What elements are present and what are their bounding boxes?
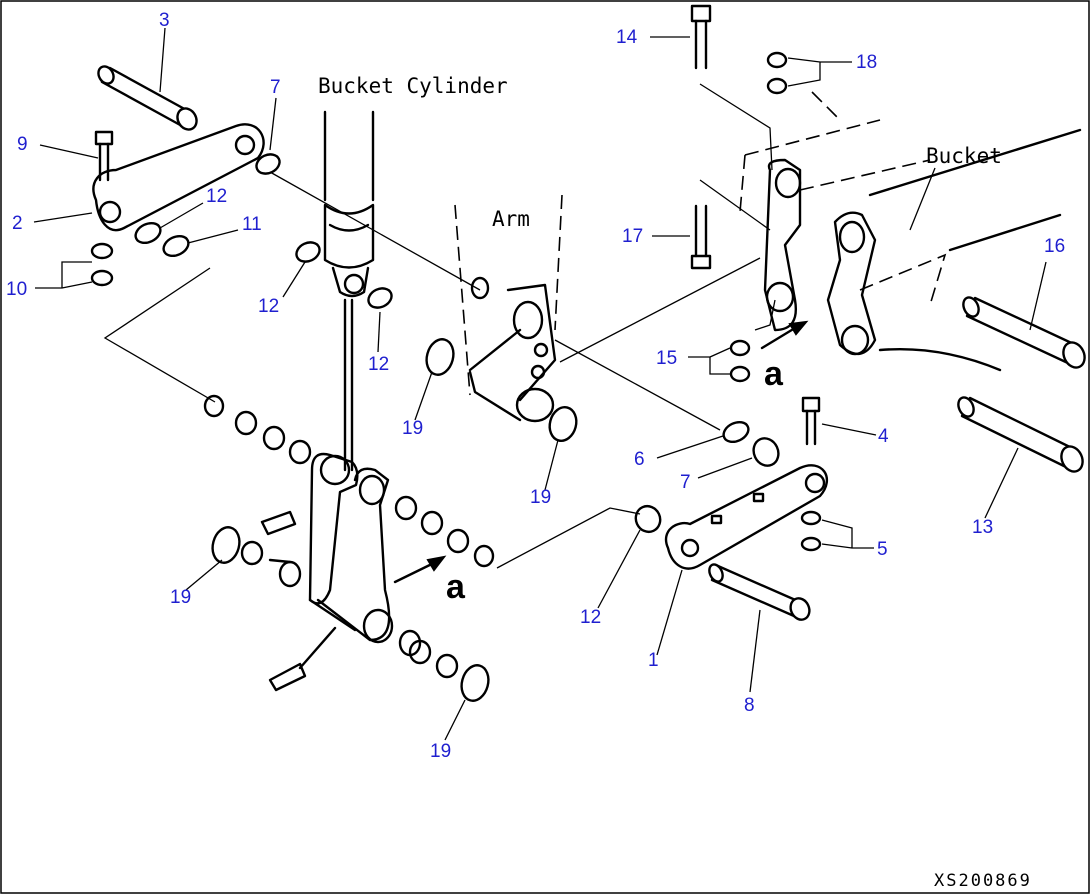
callout-13: 13 bbox=[972, 517, 993, 538]
callout-16: 16 bbox=[1044, 236, 1065, 257]
callout-14: 14 bbox=[616, 27, 638, 48]
callout-7-right: 7 bbox=[680, 472, 691, 493]
bolt-part-4 bbox=[801, 396, 821, 446]
o-rings-part-19 bbox=[211, 338, 578, 702]
shims-right bbox=[634, 420, 780, 534]
callout-1: 1 bbox=[648, 650, 659, 671]
nuts-part-5 bbox=[800, 510, 822, 552]
grease-fittings bbox=[260, 510, 337, 692]
pin-part-8 bbox=[708, 563, 811, 621]
view-mark-a-center: a bbox=[446, 568, 466, 606]
pin-part-13 bbox=[957, 396, 1084, 473]
callout-5: 5 bbox=[877, 539, 888, 560]
link-plate-part-2 bbox=[92, 123, 265, 232]
callout-4: 4 bbox=[878, 426, 889, 447]
callout-19-link-left: 19 bbox=[170, 587, 191, 608]
label-bucket: Bucket bbox=[926, 144, 1002, 168]
callout-7-top: 7 bbox=[270, 77, 281, 98]
label-bucket-cylinder: Bucket Cylinder bbox=[318, 74, 508, 98]
link-part-1 bbox=[664, 464, 829, 570]
nuts-part-18 bbox=[766, 51, 788, 95]
drawing-code: XS200869 bbox=[934, 871, 1032, 891]
callout-19-arm-left: 19 bbox=[402, 418, 423, 439]
nuts-part-15 bbox=[729, 339, 751, 383]
callout-17: 17 bbox=[622, 226, 643, 247]
callout-12-top: 12 bbox=[206, 186, 227, 207]
label-arm: Arm bbox=[492, 207, 530, 231]
view-arrow-left bbox=[393, 555, 447, 584]
assembly-lines bbox=[103, 83, 776, 569]
view-mark-a-right: a bbox=[764, 355, 784, 393]
callout-9: 9 bbox=[17, 134, 28, 155]
bolt-part-9 bbox=[94, 130, 114, 182]
callout-10: 10 bbox=[6, 279, 27, 300]
shims-top-left bbox=[134, 153, 393, 309]
bushings bbox=[203, 394, 495, 679]
callout-12-cyl-left: 12 bbox=[258, 296, 279, 317]
bolt-part-14 bbox=[690, 4, 712, 70]
view-arrow-right bbox=[760, 320, 809, 350]
callout-8: 8 bbox=[744, 695, 755, 716]
bucket-cylinder bbox=[323, 110, 375, 472]
arm bbox=[454, 194, 563, 423]
callout-15: 15 bbox=[656, 348, 677, 369]
pin-part-16 bbox=[962, 296, 1086, 369]
bolt-part-17 bbox=[690, 204, 712, 270]
callout-18: 18 bbox=[856, 52, 877, 73]
callout-19-arm-right: 19 bbox=[530, 487, 551, 508]
nuts-part-10 bbox=[90, 242, 114, 287]
callout-19-bottom: 19 bbox=[430, 741, 451, 762]
bucket bbox=[739, 91, 1082, 372]
callout-6: 6 bbox=[634, 449, 645, 470]
callout-3: 3 bbox=[159, 10, 170, 31]
callout-12-cyl-right: 12 bbox=[368, 354, 389, 375]
callout-2: 2 bbox=[12, 213, 23, 234]
pin-part-3 bbox=[97, 65, 198, 131]
link-assembly bbox=[308, 452, 394, 644]
callout-leaders bbox=[33, 27, 1047, 741]
callout-12-bottom: 12 bbox=[580, 607, 601, 628]
callout-11: 11 bbox=[242, 214, 262, 235]
